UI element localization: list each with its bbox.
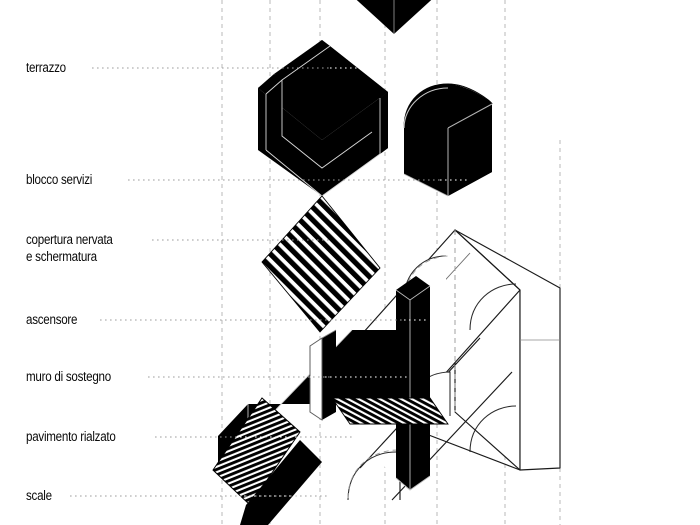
- label-copertura-nervata: copertura nervata: [26, 232, 113, 247]
- blocco-servizi-volume: [403, 83, 493, 197]
- terrazzo-block: [258, 40, 388, 225]
- label-e-schermatura: e schermatura: [26, 249, 97, 264]
- label-scale: scale: [26, 488, 52, 503]
- leader-lines: [70, 67, 440, 497]
- volte-dashed-hidden: [347, 230, 456, 499]
- setto-verticale: [309, 329, 337, 421]
- label-blocco-servizi: blocco servizi: [26, 172, 93, 187]
- leader-lines-over-black: [230, 67, 470, 497]
- ascensore-shaft: [395, 276, 431, 491]
- label-terrazzo: terrazzo: [26, 60, 66, 75]
- pavimento-rialzato-hatched: [331, 397, 449, 425]
- label-ascensore: ascensore: [26, 312, 78, 327]
- scale-stairs: [212, 397, 322, 525]
- label-muro-di-sostegno: muro di sostegno: [26, 369, 111, 384]
- label-pavimento-rialzato: pavimento rialzato: [26, 429, 116, 444]
